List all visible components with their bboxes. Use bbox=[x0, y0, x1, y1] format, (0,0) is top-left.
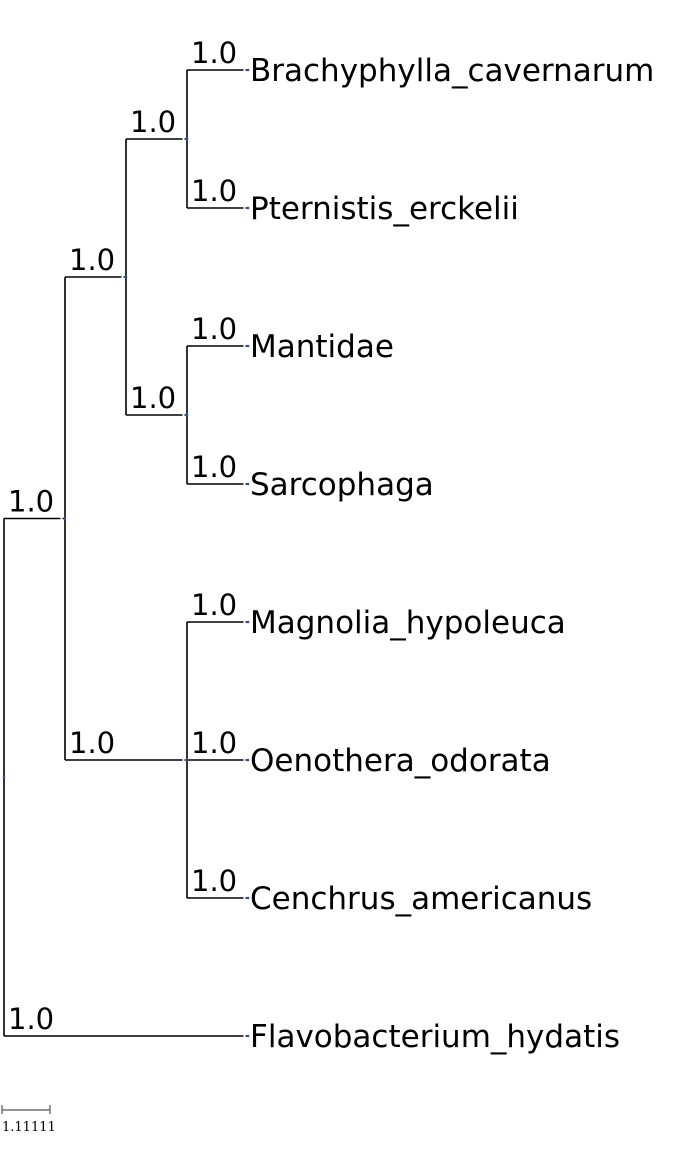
node-dot bbox=[246, 758, 250, 762]
support-value: 1.0 bbox=[69, 726, 115, 760]
node-dot bbox=[63, 517, 67, 520]
node-dot bbox=[185, 137, 189, 141]
support-value: 1.0 bbox=[191, 36, 237, 70]
tree-node-dots bbox=[2, 68, 250, 1038]
leaf-labels: Brachyphylla_cavernarumPternistis_erckel… bbox=[250, 53, 654, 1055]
support-value: 1.0 bbox=[8, 1002, 54, 1036]
node-dot bbox=[246, 896, 250, 900]
node-dot bbox=[185, 413, 189, 417]
leaf-label: Mantidae bbox=[250, 329, 394, 365]
node-dot bbox=[246, 68, 250, 72]
leaf-label: Brachyphylla_cavernarum bbox=[250, 53, 654, 89]
node-dot bbox=[185, 758, 189, 762]
leaf-label: Magnolia_hypoleuca bbox=[250, 605, 566, 641]
node-dot bbox=[124, 275, 128, 279]
node-dot bbox=[246, 1034, 250, 1038]
node-dot bbox=[2, 775, 6, 779]
support-value: 1.0 bbox=[69, 243, 115, 277]
leaf-label: Cenchrus_americanus bbox=[250, 881, 592, 917]
scale-bar: 1.11111 bbox=[1, 1105, 56, 1135]
leaf-label: Pternistis_erckelii bbox=[250, 191, 519, 227]
support-value: 1.0 bbox=[8, 485, 54, 519]
support-value: 1.0 bbox=[191, 726, 237, 760]
node-dot bbox=[246, 482, 250, 486]
leaf-label: Oenothera_odorata bbox=[250, 743, 551, 779]
support-value: 1.0 bbox=[191, 864, 237, 898]
leaf-label: Sarcophaga bbox=[250, 467, 434, 503]
support-value: 1.0 bbox=[130, 105, 176, 139]
scale-bar-label: 1.11111 bbox=[2, 1120, 56, 1135]
leaf-label: Flavobacterium_hydatis bbox=[250, 1019, 620, 1055]
node-dot bbox=[246, 620, 250, 624]
node-dot bbox=[246, 206, 250, 210]
support-value: 1.0 bbox=[191, 174, 237, 208]
support-value: 1.0 bbox=[130, 381, 176, 415]
support-value: 1.0 bbox=[191, 450, 237, 484]
support-value: 1.0 bbox=[191, 312, 237, 346]
support-value: 1.0 bbox=[191, 588, 237, 622]
node-dot bbox=[246, 344, 250, 348]
support-values: 1.0 1.0 1.0 1.0 1.0 1.0 1.0 1.0 1.0 1.0 1.0 1.0 1.0 bbox=[8, 36, 237, 1036]
